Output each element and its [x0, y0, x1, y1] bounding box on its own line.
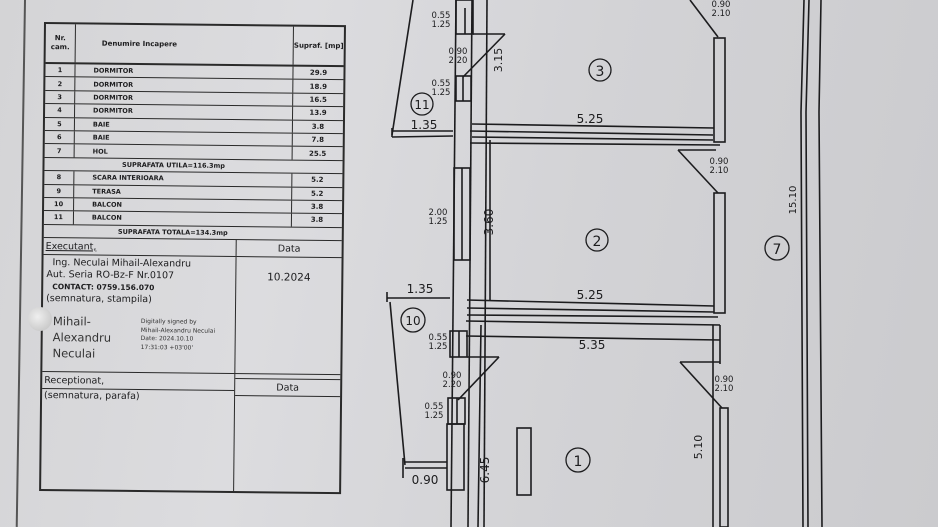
door-height-label: 2.10	[712, 9, 731, 19]
window-height-label: 1.25	[432, 20, 451, 30]
room-3-label: 3	[596, 64, 605, 80]
room-7-label: 7	[773, 242, 782, 258]
door-width-label: 0.90	[710, 157, 729, 167]
door-height-label: 2.20	[443, 380, 462, 390]
door-width-label: 0.90	[715, 375, 734, 385]
dim-balcony11-width: 1.35	[411, 118, 438, 132]
dim-balcony-bottom: 0.90	[412, 473, 439, 487]
door-height-label: 2.10	[715, 384, 734, 394]
dim-room2-depth: 3.60	[482, 209, 496, 236]
window-height-label: 1.25	[432, 88, 451, 98]
room-10-label: 10	[405, 314, 420, 328]
window-height-label: 1.25	[425, 411, 444, 421]
room-1-label: 1	[574, 454, 583, 470]
wall-line	[483, 0, 488, 527]
dim-room1-width: 5.35	[579, 338, 606, 352]
dim-room3-depth: 3.15	[492, 48, 505, 73]
door-width-label: 0.90	[712, 0, 731, 10]
dim-balcony10-width: 1.35	[407, 282, 434, 296]
finger-shadow	[28, 307, 52, 331]
room-2-label: 2	[593, 234, 602, 250]
dim-room2-width: 5.25	[577, 288, 604, 302]
dim-total-length: 15.10	[788, 186, 799, 215]
window-height-label: 1.25	[429, 342, 448, 352]
window-width-label: 0.55	[429, 333, 448, 343]
wall-line	[450, 0, 457, 527]
dim-room3-width: 5.25	[577, 112, 604, 126]
window-width-label: 0.55	[432, 11, 451, 21]
window-width-label: 0.55	[425, 402, 444, 412]
dim-room1-depth: 6.45	[478, 457, 492, 484]
window-height-label: 1.25	[429, 217, 448, 227]
door-width-label: 0.90	[449, 47, 468, 57]
window-width-label: 2.00	[429, 208, 448, 218]
window-width-label: 0.55	[432, 79, 451, 89]
dim-room1-side: 5.10	[692, 435, 705, 460]
door-height-label: 2.10	[710, 166, 729, 176]
door-height-label: 2.20	[449, 56, 468, 66]
room-11-label: 11	[414, 98, 429, 112]
door-width-label: 0.90	[443, 371, 462, 381]
